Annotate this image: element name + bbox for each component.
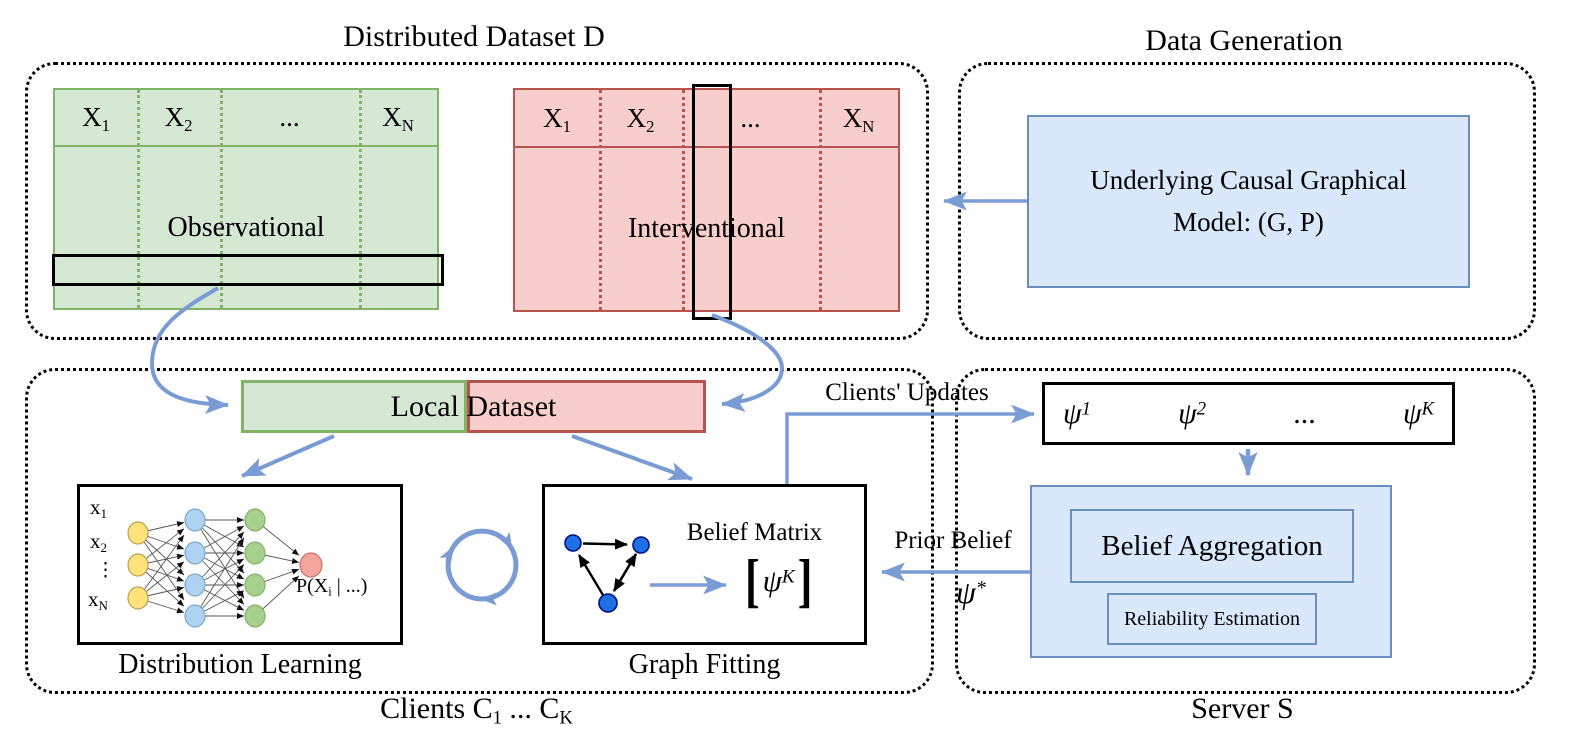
column-header: X1 [543,102,571,136]
clients-title-mid: ... C [501,692,560,725]
psi-update-k: ψK [1402,396,1434,430]
distributed-dataset-title: Distributed Dataset D [343,20,605,53]
column-header: X1 [82,102,110,136]
psi-update-2: ψ2 [1178,396,1207,430]
client-updates-row: ψ1 ψ2 ... ψK [1042,382,1455,445]
server-aggregation-block: Belief Aggregation Reliability Estimatio… [1030,485,1392,658]
interventional-table: X1 X2 ... XN Interventional [513,84,900,320]
nn-hidden-layer2-nodes [244,508,266,628]
nn-input-label: xN [88,587,108,613]
column-header: X2 [626,102,655,136]
prior-belief-label: Prior Belief [894,527,1012,554]
clients-title: Clients C1 ... CK [25,692,928,729]
reliability-estimation-box: Reliability Estimation [1107,593,1317,645]
nn-hidden-layer1-nodes [184,508,206,628]
psi-k-symbol: ψK [762,563,795,598]
prior-belief-symbol: ψ* [956,574,986,610]
column-divider [137,90,140,308]
observational-header-row: X1 X2 ... XN [55,90,437,147]
nn-input-label: x1 [90,495,108,521]
causal-graph-graphic [564,534,650,613]
belief-aggregation-box: Belief Aggregation [1070,509,1354,583]
server-panel [955,368,1536,694]
graph-fitting-box: Belief Matrix [ ψK ] [542,484,867,645]
interventional-label: Interventional [627,213,786,244]
clients-title-sub1: 1 [492,707,502,729]
psi-update-1: ψ1 [1063,396,1091,430]
causal-graph-edges [577,538,638,596]
server-title: Server S [1191,692,1294,725]
observational-table: X1 X2 ... XN Observational [52,88,444,310]
nn-output-label: P(Xi | ...) [296,575,368,599]
clients-panel [25,368,934,694]
observational-label: Observational [167,211,325,243]
nn-output-node [299,552,323,578]
nn-input-label: x2 [90,529,108,555]
data-generation-title: Data Generation [1145,24,1343,57]
distribution-learning-box: x1 x2 ⋮ xN P(Xi | ...) [77,484,403,645]
column-header: ... [740,102,761,133]
clients-title-sub2: K [559,707,573,729]
belief-matrix-label: Belief Matrix [686,519,823,546]
distributed-dataset-panel [25,62,929,340]
column-header: XN [842,102,875,136]
highlighted-intervention-column [692,84,732,320]
local-dataset-observational-part [241,380,467,433]
bracket-open: [ [745,547,760,614]
belief-matrix-symbol: [ ψK ] [745,547,812,613]
causal-model-box: Underlying Causal Graphical Model: (G, P… [1027,115,1470,288]
causal-graph-nodes [564,534,650,613]
causal-model-line2: Model: (G, P) [1173,206,1324,237]
highlighted-sample-row [52,254,444,286]
neural-network-graphic [127,508,323,628]
nn-edges [137,517,300,619]
local-dataset-interventional-part [467,380,706,433]
iteration-cycle-icon [439,528,519,606]
distribution-learning-caption: Distribution Learning [118,649,362,680]
column-divider [599,90,602,310]
nn-input-nodes [127,521,149,610]
column-divider [682,90,685,310]
local-dataset-label: Local Dataset [390,389,557,423]
column-header: XN [382,102,414,136]
graph-fitting-caption: Graph Fitting [628,649,781,680]
bracket-close: ] [797,547,813,614]
column-divider [220,90,223,308]
column-header: X2 [164,102,193,136]
column-header: ... [279,102,300,132]
nn-input-ellipsis: ⋮ [96,560,115,581]
interventional-header-row: X1 X2 ... XN [515,90,898,148]
psi-update-ellipsis: ... [1293,396,1316,430]
column-divider [359,90,362,308]
causal-model-line1: Underlying Causal Graphical [1090,164,1407,195]
column-divider [819,90,822,310]
clients-updates-label: Clients' Updates [825,379,989,406]
clients-title-text: Clients C [380,692,493,725]
